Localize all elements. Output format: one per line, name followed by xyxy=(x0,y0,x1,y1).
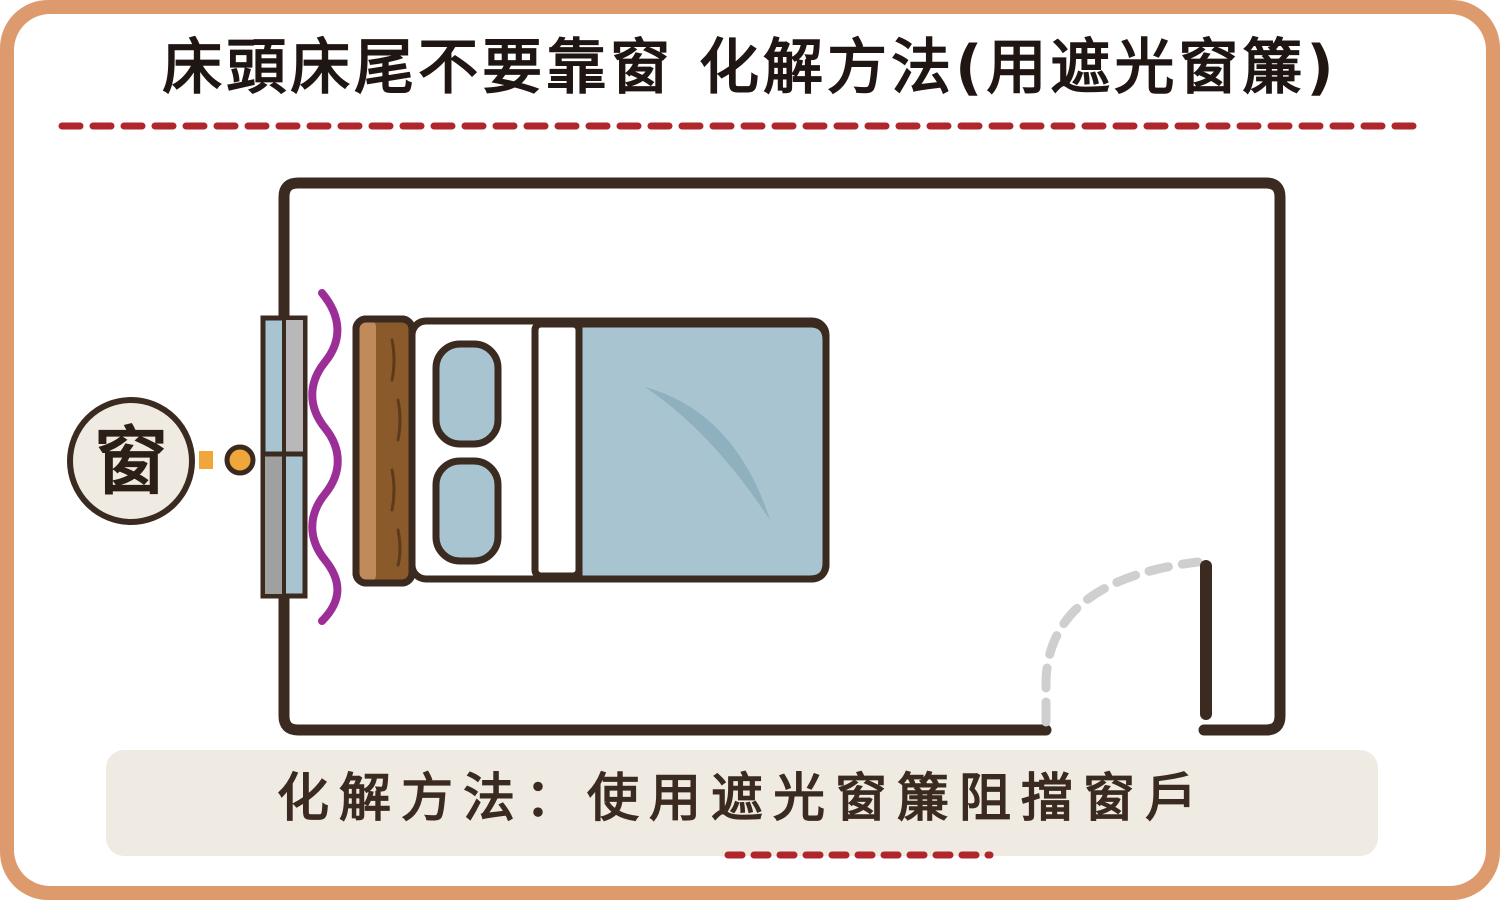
door-swing-icon xyxy=(1041,557,1212,727)
curtain-icon xyxy=(308,289,342,625)
window-badge-icon: 窗 xyxy=(67,397,256,525)
solution-panel: 化解方法：使用遮光窗簾阻擋窗戶 xyxy=(106,750,1378,856)
room-wall xyxy=(278,177,1286,736)
page-title: 床頭床尾不要靠窗 化解方法(用遮光窗簾) xyxy=(162,33,1338,103)
pillow-icon xyxy=(432,340,502,448)
solution-text: 化解方法：使用遮光窗簾阻擋窗戶 xyxy=(276,769,1207,829)
window-badge-label: 窗 xyxy=(94,419,168,505)
window-icon xyxy=(260,315,308,599)
bed-icon xyxy=(352,315,830,587)
blanket-icon xyxy=(575,320,830,583)
pillow-icon xyxy=(432,457,502,565)
